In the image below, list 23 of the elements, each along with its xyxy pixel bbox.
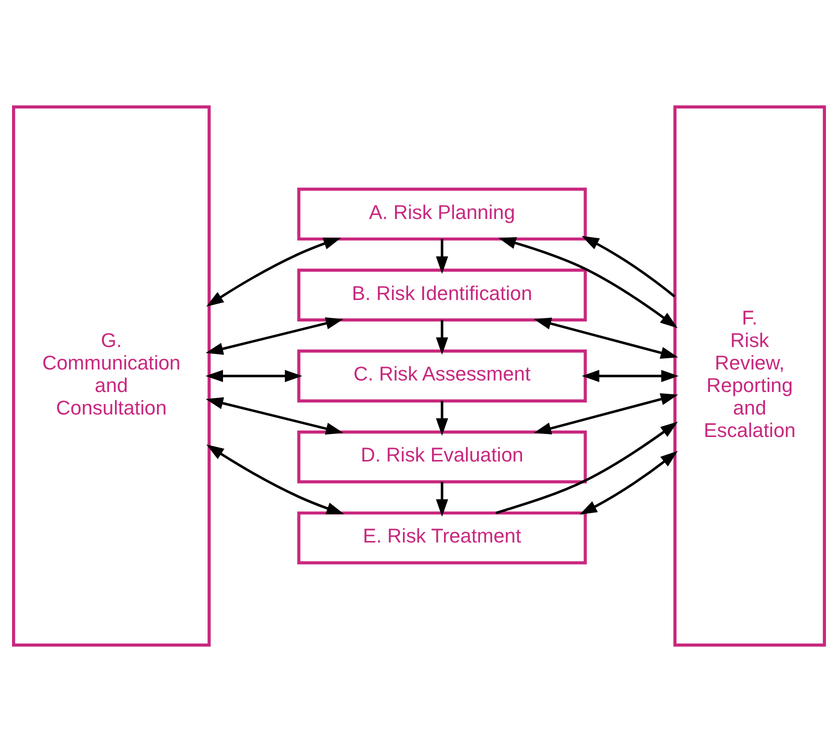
arrow (436, 238, 448, 274)
arrow (206, 444, 344, 514)
arrow (498, 236, 678, 328)
node-box: A. Risk Planning (297, 187, 587, 240)
arrow (496, 421, 678, 514)
arrow (436, 400, 448, 436)
node-box: G. Communication and Consultation (12, 104, 211, 646)
arrow (436, 319, 448, 354)
arrow (206, 396, 344, 434)
node-box: C. Risk Assessment (297, 349, 587, 402)
node-box: B. Risk Identification (297, 268, 587, 322)
node-box: F. Risk Review, Reporting and Escalation (673, 104, 826, 646)
arrow (534, 317, 678, 358)
node-box: E. Risk Treatment (297, 510, 587, 564)
arrow (579, 450, 678, 514)
arrow (206, 316, 344, 354)
arrow (582, 235, 676, 297)
arrow (582, 369, 679, 382)
arrow (436, 481, 448, 516)
arrow (534, 392, 678, 434)
node-box: D. Risk Evaluation (297, 430, 587, 483)
arrow (206, 237, 342, 306)
arrow (206, 369, 302, 382)
